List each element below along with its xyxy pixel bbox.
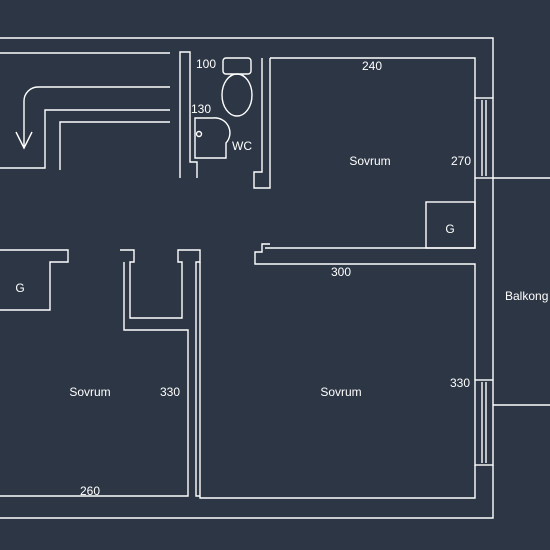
balkong-label: Balkong: [505, 289, 548, 303]
sovrum-sw-label: Sovrum: [69, 385, 110, 399]
closet-ne: [425, 201, 476, 249]
window-se: [474, 379, 494, 466]
toilet-icon: [221, 57, 253, 117]
sovrum-se-width-dimension: 300: [331, 265, 351, 279]
sink-icon: [194, 117, 231, 159]
staircase: [0, 109, 170, 170]
sovrum-ne-width-dimension: 240: [362, 59, 382, 73]
wc-walls: [179, 51, 263, 189]
outer-walls: [0, 37, 494, 519]
sovrum-ne-label: Sovrum: [349, 154, 390, 168]
window-ne: [474, 97, 494, 179]
stair-arrow-icon: [15, 86, 170, 150]
sovrum-sw-depth-dimension: 330: [160, 385, 180, 399]
closet-ne-label: G: [445, 222, 454, 236]
closet-w-label: G: [15, 281, 24, 295]
sovrum-sw-width-dimension: 260: [80, 484, 100, 498]
balcony-walls: [493, 177, 550, 406]
sovrum-ne-depth-dimension: 270: [451, 154, 471, 168]
wc-label: WC: [232, 139, 252, 153]
wc-upper-dimension: 100: [196, 57, 216, 71]
middle-walls: [0, 243, 476, 499]
sovrum-se-depth-dimension: 330: [450, 376, 470, 390]
sovrum-se-label: Sovrum: [320, 385, 361, 399]
wc-lower-dimension: 130: [191, 102, 211, 116]
sovrum-ne-walls: [262, 57, 476, 249]
